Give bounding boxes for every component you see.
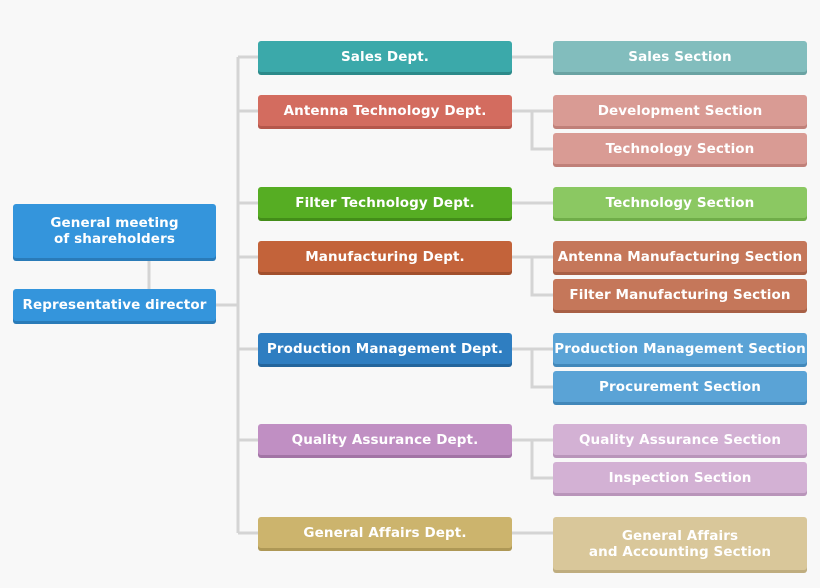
dept-manufacturing: Manufacturing Dept.	[258, 241, 512, 272]
section-label: General Affairs and Accounting Section	[588, 527, 772, 560]
link-quality-section-2	[530, 440, 553, 480]
section-label: Quality Assurance Section	[578, 431, 782, 448]
dept-quality-assurance: Quality Assurance Dept.	[258, 424, 512, 455]
dept-sales: Sales Dept.	[258, 41, 512, 72]
section-label: Antenna Manufacturing Section	[557, 248, 803, 265]
director-box: Representative director	[13, 289, 216, 321]
section-label: Procurement Section	[599, 378, 761, 395]
director-label: Representative director	[22, 297, 207, 313]
dept-label: Antenna Technology Dept.	[283, 102, 487, 119]
dept-label: Manufacturing Dept.	[305, 248, 465, 265]
section-filter-technology: Technology Section	[553, 187, 807, 218]
dept-label: Sales Dept.	[340, 48, 430, 65]
dept-label: Production Management Dept.	[266, 340, 504, 357]
link-production-section-2	[530, 349, 553, 389]
section-label: Inspection Section	[608, 469, 752, 486]
dept-label: Filter Technology Dept.	[295, 194, 475, 211]
section-sales: Sales Section	[553, 41, 807, 72]
dept-general-affairs: General Affairs Dept.	[258, 517, 512, 548]
section-development: Development Section	[553, 95, 807, 126]
section-quality-assurance: Quality Assurance Section	[553, 424, 807, 455]
section-label: Technology Section	[605, 194, 755, 211]
dept-production-management: Production Management Dept.	[258, 333, 512, 364]
section-antenna-manufacturing: Antenna Manufacturing Section	[553, 241, 807, 272]
dept-label: General Affairs Dept.	[303, 524, 467, 541]
section-filter-manufacturing: Filter Manufacturing Section	[553, 279, 807, 310]
dept-antenna-technology: Antenna Technology Dept.	[258, 95, 512, 126]
link-manufacturing-section-2	[530, 257, 553, 297]
section-production-management: Production Management Section	[553, 333, 807, 364]
link-antenna-section-2	[530, 111, 553, 151]
dept-filter-technology: Filter Technology Dept.	[258, 187, 512, 218]
connector-group	[147, 55, 553, 535]
section-label: Production Management Section	[554, 340, 806, 357]
shareholders-label: General meeting of shareholders	[50, 215, 179, 247]
section-label: Filter Manufacturing Section	[569, 286, 791, 303]
section-inspection: Inspection Section	[553, 462, 807, 493]
dept-label: Quality Assurance Dept.	[291, 431, 479, 448]
section-antenna-technology: Technology Section	[553, 133, 807, 164]
section-general-affairs-accounting: General Affairs and Accounting Section	[553, 517, 807, 570]
section-label: Technology Section	[605, 140, 755, 157]
section-label: Development Section	[597, 102, 763, 119]
shareholders-box: General meeting of shareholders	[13, 204, 216, 258]
section-label: Sales Section	[628, 48, 732, 65]
section-procurement: Procurement Section	[553, 371, 807, 402]
